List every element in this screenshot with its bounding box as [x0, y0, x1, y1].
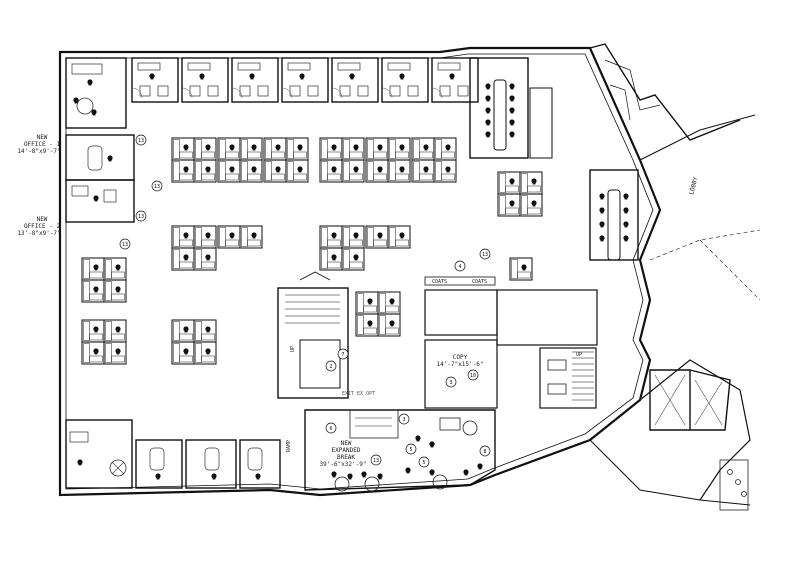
tag-bubble: 10: [467, 369, 479, 381]
office-1-title: NEW OFFICE - 1: [23, 134, 61, 148]
copy-dims: 14'-7"x15'-6": [436, 361, 484, 368]
svg-text:13: 13: [138, 138, 144, 144]
misc-fixtures: [547, 359, 749, 511]
office-1-dims: 14'-8"x9'-7": [17, 148, 61, 155]
bottom-offices: [65, 419, 281, 489]
tag-bubble: 5: [405, 443, 417, 455]
lobby-label: LOBBY: [688, 176, 700, 196]
break-title: NEW EXPANDED BREAK: [331, 440, 361, 461]
svg-text:5: 5: [422, 460, 425, 466]
exit-label: EXIT EX OPT: [342, 391, 375, 397]
svg-text:13: 13: [154, 184, 160, 190]
tag-bubble: 4: [454, 260, 466, 272]
workstation-pods: [82, 138, 542, 364]
tag-bubble: 13: [479, 248, 491, 260]
tag-bubble: 13: [151, 180, 163, 192]
svg-text:3: 3: [402, 417, 405, 423]
tag-bubble: 13: [370, 454, 382, 466]
up-left-label: UP: [290, 346, 296, 352]
tag-bubble: 2: [325, 360, 337, 372]
svg-text:13: 13: [138, 214, 144, 220]
coats-left-label: COATS: [432, 279, 447, 285]
break-dims: 39'-6"x32'-9": [319, 461, 367, 468]
copy-title: COPY: [452, 354, 468, 361]
top-offices: [132, 58, 478, 102]
svg-text:10: 10: [470, 373, 476, 379]
svg-text:4: 4: [458, 264, 461, 270]
tag-bubble: 13: [0, 0, 6, 2]
tag-bubble: 13: [135, 210, 147, 222]
exterior-walls: [58, 43, 761, 506]
office-2-dims: 13'-8"x9'-7": [17, 230, 61, 237]
ramp-label: RAMP: [286, 440, 292, 452]
svg-text:7: 7: [341, 352, 344, 358]
svg-text:2: 2: [329, 364, 332, 370]
up-right-label: UP: [576, 352, 582, 358]
svg-text:8: 8: [483, 449, 486, 455]
building-core: [277, 271, 731, 431]
tag-bubble: 3: [398, 413, 410, 425]
tag-bubble: 7: [337, 348, 349, 360]
left-offices: [65, 57, 135, 223]
tag-bubble: 13: [135, 134, 147, 146]
svg-text:13: 13: [122, 242, 128, 248]
tag-bubble: 5: [418, 456, 430, 468]
svg-text:5: 5: [409, 447, 412, 453]
svg-text:6: 6: [329, 426, 332, 432]
tag-bubbles: 13 13 13 13 13 7 2 4 10 3 3 6 13 5 5 8 1…: [0, 0, 491, 468]
office-2-title: NEW OFFICE - 2: [23, 216, 61, 230]
coats-right-label: COATS: [472, 279, 487, 285]
svg-text:13: 13: [373, 458, 379, 464]
conference-rooms: [469, 57, 639, 261]
tag-bubble: 6: [325, 422, 337, 434]
svg-text:13: 13: [482, 252, 488, 258]
svg-text:3: 3: [449, 380, 452, 386]
tag-bubble: 13: [119, 238, 131, 250]
tag-bubble: 8: [479, 445, 491, 457]
break-room: [304, 409, 496, 492]
tag-bubble: 3: [445, 376, 457, 388]
